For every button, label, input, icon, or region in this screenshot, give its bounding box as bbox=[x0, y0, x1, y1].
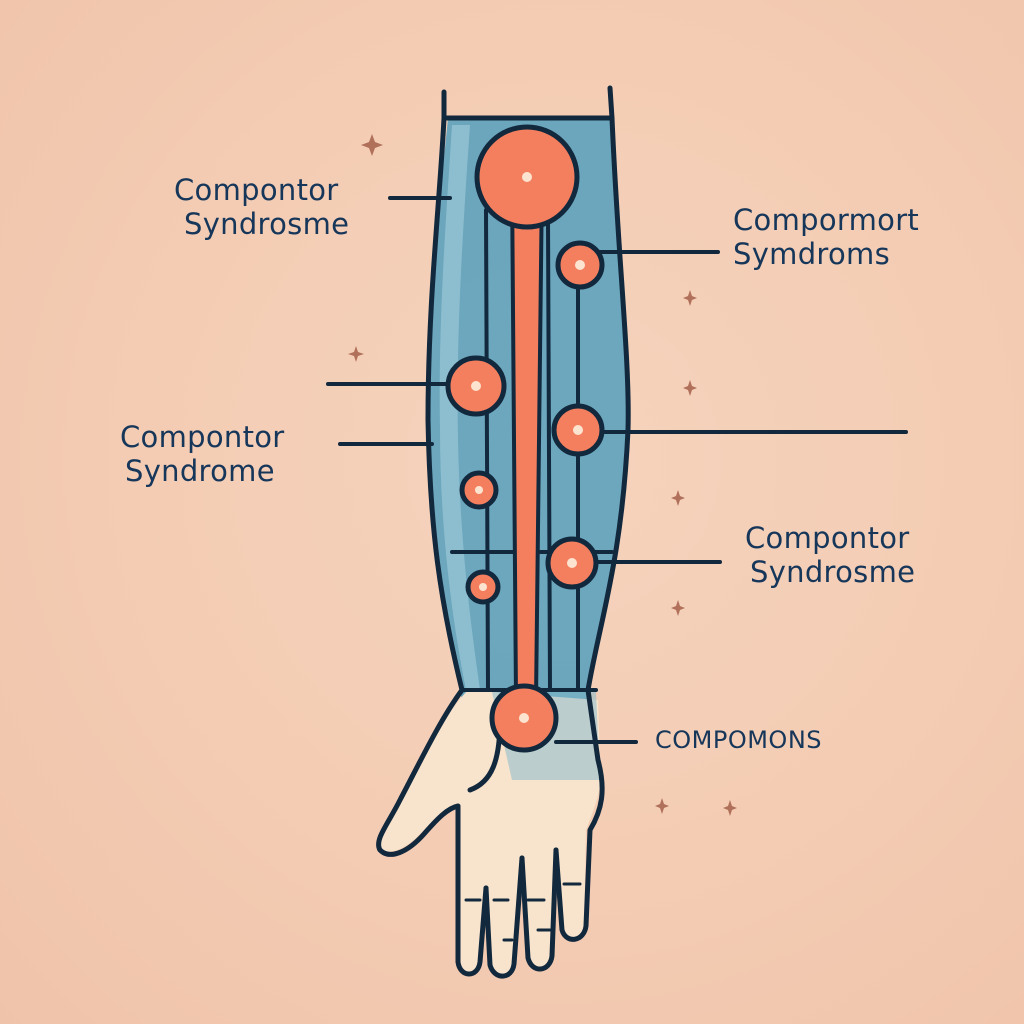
callout-label-line1: Compontor bbox=[120, 420, 285, 454]
callout-label-line2: Symdroms bbox=[733, 237, 891, 271]
callout-label-line2: Syndrome bbox=[125, 454, 275, 488]
node-core bbox=[471, 381, 481, 391]
callout-label-line1: Compontor bbox=[174, 173, 339, 207]
sparkle-icon bbox=[348, 346, 364, 362]
tendon-line-2 bbox=[546, 218, 552, 692]
sparkle-icon bbox=[671, 600, 685, 616]
sparkle-icon bbox=[671, 490, 685, 506]
sparkle-icon bbox=[683, 380, 697, 396]
node-core bbox=[573, 425, 583, 435]
sparkle-icon bbox=[683, 290, 697, 306]
forearm-outline-right bbox=[553, 85, 631, 942]
forearm-highlight bbox=[439, 125, 480, 690]
callout-label-line2: Syndrosme bbox=[750, 555, 916, 589]
node-core bbox=[479, 583, 487, 591]
finger-2 bbox=[483, 855, 525, 979]
callout-label-top-left: Compontor Syndrosme bbox=[174, 173, 349, 241]
callout-label-middle-left: Compontor Syndrome bbox=[120, 420, 285, 488]
sparkle-icon bbox=[655, 798, 669, 814]
callout-label-line2: Syndrosme bbox=[184, 207, 350, 241]
node-core bbox=[575, 260, 585, 270]
sparkle-icon bbox=[723, 800, 737, 816]
nerve-trunk bbox=[509, 178, 545, 702]
sparkles bbox=[348, 134, 737, 816]
callout-label-line1: COMPOMONS bbox=[655, 726, 823, 754]
node-core bbox=[567, 558, 577, 568]
node-core bbox=[475, 486, 483, 494]
finger-3 bbox=[519, 847, 559, 972]
callout-label-wrist: COMPOMONS bbox=[655, 723, 822, 757]
callout-label-line1: Compormort bbox=[733, 203, 920, 237]
node-core bbox=[522, 172, 532, 182]
node-core bbox=[519, 713, 529, 723]
callout-label-line1: Compontor bbox=[745, 521, 910, 555]
callout-label-lower-right: Compontor Syndrosme bbox=[745, 521, 915, 589]
nerve-nodes bbox=[445, 240, 605, 753]
forearm-outline-left bbox=[376, 89, 489, 977]
callout-label-top-right: Compormort Symdroms bbox=[733, 203, 919, 271]
tendon-line-1 bbox=[484, 208, 490, 692]
sparkle-icon bbox=[361, 134, 383, 156]
